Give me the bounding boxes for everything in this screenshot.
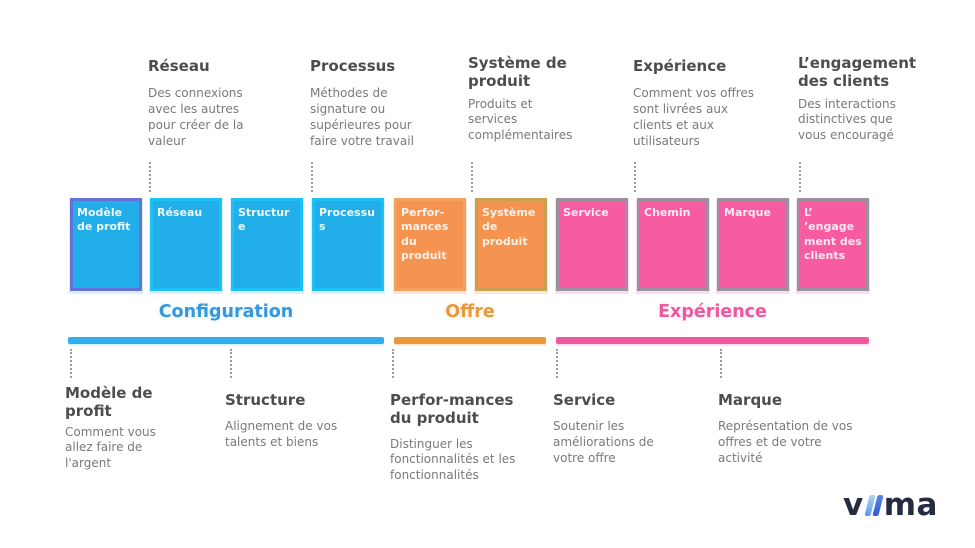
box-modele-de-profit: Modèle de profit: [70, 198, 142, 291]
annotation-body: Méthodes de signature ou supérieures pou…: [310, 86, 414, 148]
bottom-annotation-structure: Structure Alignement de vos talents et b…: [225, 391, 340, 451]
dotted-connector: [720, 349, 722, 378]
box-label: Système de produit: [482, 206, 536, 248]
annotation-body: Distinguer les fonctionnalités et les fo…: [390, 436, 516, 483]
box-performances-du-produit: Perfor-mances du produit: [394, 198, 466, 291]
category-offre: Offre: [445, 302, 495, 322]
category-experience: Expérience: [658, 302, 767, 322]
dotted-connector: [149, 162, 151, 192]
bottom-annotation-modele-de-profit: Modèle de profit Comment vous allez fair…: [65, 384, 177, 472]
box-label: Modèle de profit: [77, 206, 131, 234]
annotation-title: Perfor-mances du produit: [390, 391, 514, 428]
box-structure: Structure: [231, 198, 303, 291]
dotted-connector: [471, 162, 473, 192]
annotation-title: Service: [553, 391, 616, 409]
bottom-annotation-marque: Marque Représentation de vos offres et d…: [718, 391, 853, 467]
annotation-body: Produits et services complémentaires: [468, 96, 573, 143]
box-label: Structure: [238, 206, 290, 234]
annotation-body: Soutenir les améliorations de votre offr…: [553, 419, 654, 465]
top-annotation-reseau: Réseau Des connexions avec les autres po…: [148, 57, 252, 150]
annotation-body: Des connexions avec les autres pour crée…: [148, 86, 244, 148]
dotted-connector: [230, 349, 232, 378]
annotation-body: Alignement de vos talents et biens: [225, 419, 338, 450]
dotted-connector: [392, 349, 394, 378]
annotation-title: L’engagement des clients: [798, 54, 917, 91]
annotation-body: Comment vous allez faire de l'argent: [65, 424, 156, 471]
bottom-annotation-service: Service Soutenir les améliorations de vo…: [553, 391, 673, 467]
annotation-title: Processus: [310, 57, 396, 75]
bar-experience: [556, 337, 869, 344]
annotation-title: Expérience: [633, 57, 727, 75]
annotation-body: Des interactions distinctives que vous e…: [798, 96, 896, 143]
dotted-connector: [70, 349, 72, 378]
box-label: Service: [563, 206, 609, 219]
bottom-annotation-performances: Perfor-mances du produit Distinguer les …: [390, 391, 536, 484]
box-label: L’ ’engagement des clients: [804, 206, 862, 262]
logo-text-v: v: [843, 487, 864, 523]
box-reseau: Réseau: [150, 198, 222, 291]
box-marque: Marque: [717, 198, 789, 291]
annotation-title: Réseau: [148, 57, 210, 75]
top-annotation-experience: Expérience Comment vos offres sont livré…: [633, 57, 765, 150]
top-annotation-processus: Processus Méthodes de signature ou supér…: [310, 57, 424, 150]
annotation-body: Représentation de vos offres et de votre…: [718, 419, 853, 465]
box-label: Chemin: [644, 206, 691, 219]
box-label: Réseau: [157, 206, 203, 219]
logo-text-ma: ma: [883, 487, 938, 523]
box-processus: Processus: [312, 198, 384, 291]
dotted-connector: [799, 162, 801, 192]
dotted-connector: [634, 162, 636, 192]
logo-slashes-icon: [864, 495, 884, 517]
top-annotation-systeme-de-produit: Système de produit Produits et services …: [468, 54, 580, 144]
box-label: Processus: [319, 206, 375, 234]
box-label: Perfor-mances du produit: [401, 206, 449, 262]
annotation-title: Modèle de profit: [65, 384, 153, 421]
category-configuration: Configuration: [158, 302, 294, 322]
annotation-title: Structure: [225, 391, 306, 409]
dotted-connector: [311, 162, 313, 192]
box-engagement-des-clients: L’ ’engagement des clients: [797, 198, 869, 291]
box-label: Marque: [724, 206, 771, 219]
box-chemin: Chemin: [637, 198, 709, 291]
box-systeme-de-produit: Système de produit: [475, 198, 547, 291]
annotation-title: Marque: [718, 391, 783, 409]
annotation-title: Système de produit: [468, 54, 567, 91]
top-annotation-engagement-clients: L’engagement des clients Des interaction…: [798, 54, 916, 144]
bar-configuration: [68, 337, 384, 344]
bar-offre: [394, 337, 546, 344]
box-service: Service: [556, 198, 628, 291]
annotation-body: Comment vos offres sont livrées aux clie…: [633, 86, 755, 148]
viima-logo: v ma: [843, 487, 938, 523]
dotted-connector: [556, 349, 558, 378]
